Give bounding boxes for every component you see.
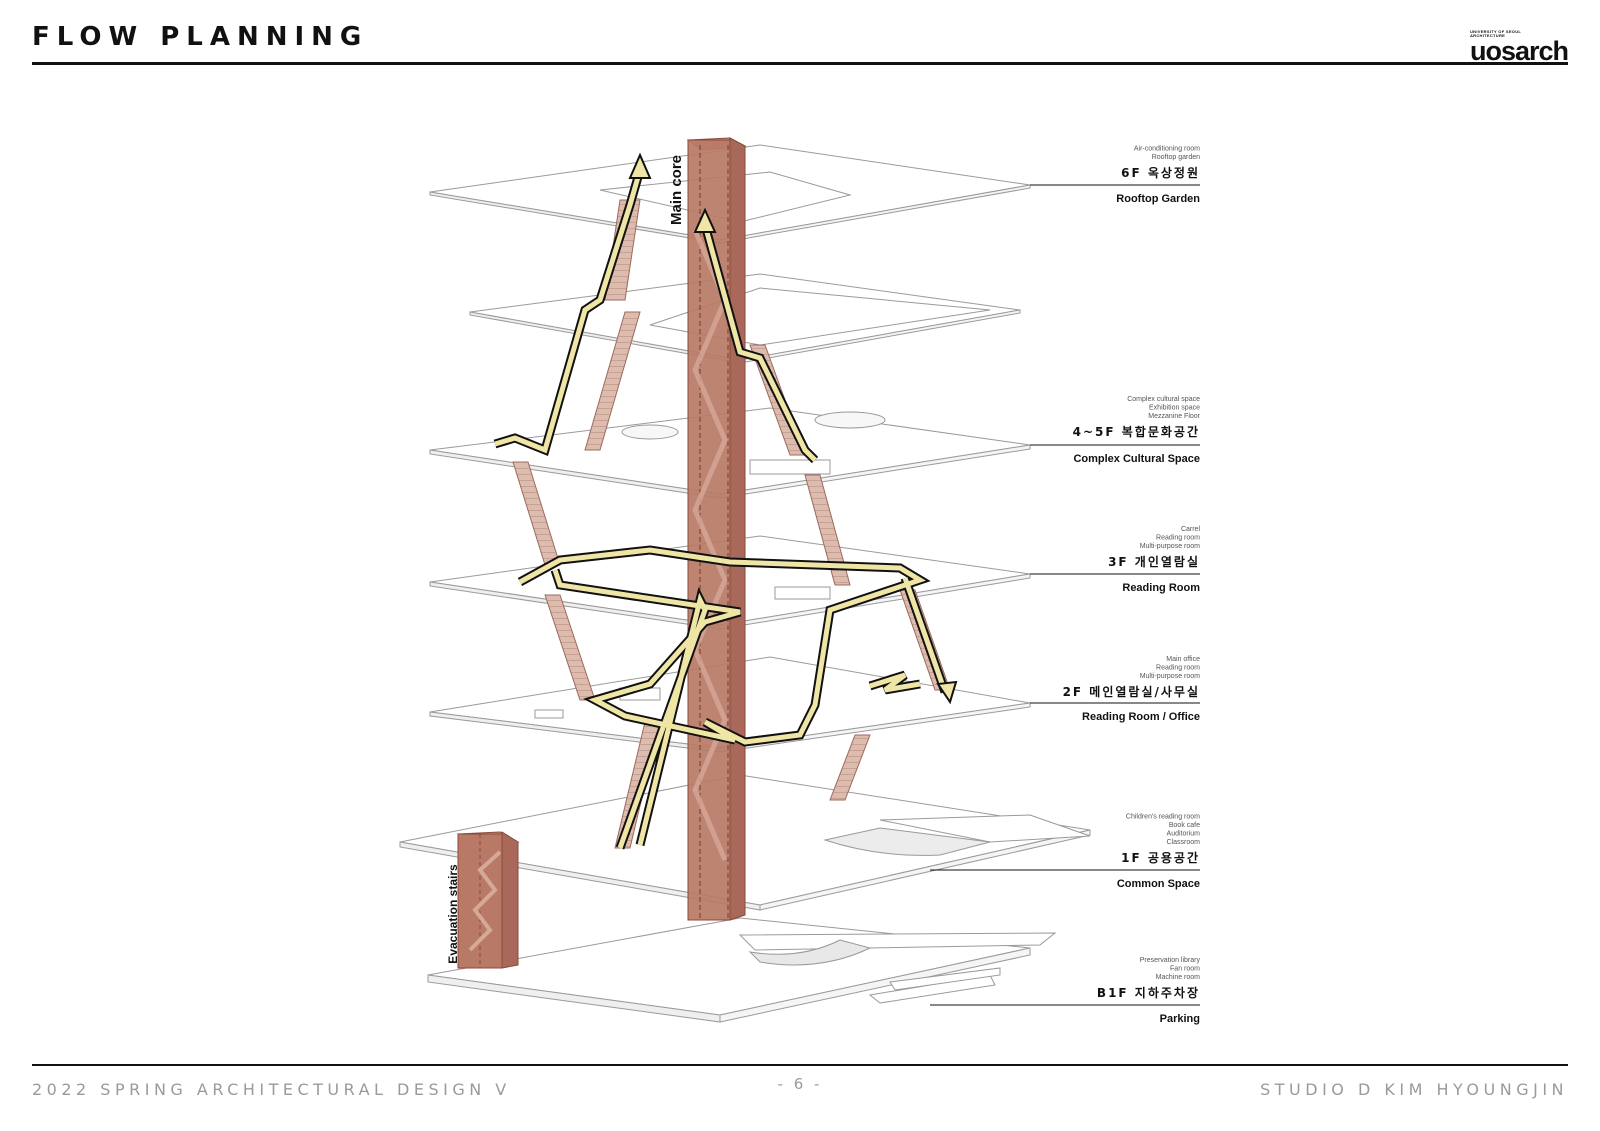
stair-3f-to-45f-left <box>512 461 561 566</box>
floor-sub-item: Fan room <box>1170 966 1200 973</box>
floor-english-title: Reading Room <box>1122 582 1200 594</box>
floor-korean-title: 6F 옥상정원 <box>1121 165 1200 180</box>
main-core <box>686 137 747 921</box>
stair-45f-to-mezz <box>584 311 641 451</box>
evacuation-core <box>456 831 520 969</box>
floor-sub-item: Main office <box>1166 656 1200 663</box>
floor-sub-item: Machine room <box>1156 974 1201 981</box>
flow-paths <box>493 152 958 850</box>
floor-sub-item: Preservation library <box>1140 957 1201 964</box>
floor-korean-title: 3F 개인열람실 <box>1108 554 1200 569</box>
floor-korean-title: B1F 지하주차장 <box>1097 985 1200 1000</box>
stair-mezz-to-6f <box>604 199 641 301</box>
floor-sub-item: Book cafe <box>1169 822 1200 829</box>
floor-korean-title: 1F 공용공간 <box>1121 850 1200 865</box>
floor-sub-item: Multi-purpose room <box>1140 543 1200 550</box>
arrow-6f <box>628 152 652 179</box>
floor-korean-title: 4~5F 복합문화공간 <box>1073 424 1200 439</box>
logo-small-line2: ARCHITECTURE <box>1469 33 1506 38</box>
floor-english-title: Rooftop Garden <box>1116 193 1200 205</box>
footer-course: 2022 SPRING ARCHITECTURAL DESIGN V <box>32 1080 511 1099</box>
floor-sub-item: Carrel <box>1181 526 1201 533</box>
floor-sub-item: Reading room <box>1156 535 1200 542</box>
floor-korean-title: 2F 메인열람실/사무실 <box>1063 684 1200 699</box>
arrow-2f <box>936 680 958 705</box>
stair-2f-to-3f-left <box>544 594 596 701</box>
logo-small-line1: UNIVERSITY OF SEOUL <box>1469 29 1522 34</box>
main-core-label: Main core <box>668 155 685 225</box>
floor-sub-item: Air-conditioning room <box>1134 146 1200 153</box>
floor-sub-item: Mezzanine Floor <box>1148 413 1200 420</box>
floor-english-title: Common Space <box>1117 878 1200 890</box>
floor-sub-item: Children's reading room <box>1126 814 1200 821</box>
floor-english-title: Reading Room / Office <box>1082 711 1200 723</box>
floor-sub-item: Classroom <box>1167 839 1201 846</box>
floor-english-title: Complex Cultural Space <box>1073 453 1200 465</box>
floor-sub-item: Reading room <box>1156 665 1200 672</box>
footer-studio: STUDIO D KIM HYOUNGJIN <box>1260 1080 1568 1099</box>
evacuation-stairs-label: Evacuation stairs <box>446 864 460 964</box>
floor-sub-item: Rooftop garden <box>1152 154 1200 161</box>
stair-1f-to-2f-right <box>829 734 871 801</box>
logo-wordmark: uosarch <box>1469 36 1569 66</box>
floor-sub-item: Auditorium <box>1167 831 1201 838</box>
page-title: FLOW PLANNING <box>32 22 369 52</box>
floor-english-title: Parking <box>1160 1013 1200 1025</box>
arrow-core-6f <box>693 207 717 233</box>
header-rule <box>32 62 1568 65</box>
floor-sub-item: Exhibition space <box>1149 405 1200 412</box>
uosarch-logo: UNIVERSITY OF SEOUL ARCHITECTURE uosarch <box>1469 29 1569 66</box>
footer-rule <box>32 1064 1568 1066</box>
stair-3f-to-45f-right <box>804 474 851 586</box>
page-number: - 6 - <box>777 1075 823 1093</box>
floor-sub-item: Complex cultural space <box>1127 396 1200 403</box>
floor-sub-item: Multi-purpose room <box>1140 673 1200 680</box>
